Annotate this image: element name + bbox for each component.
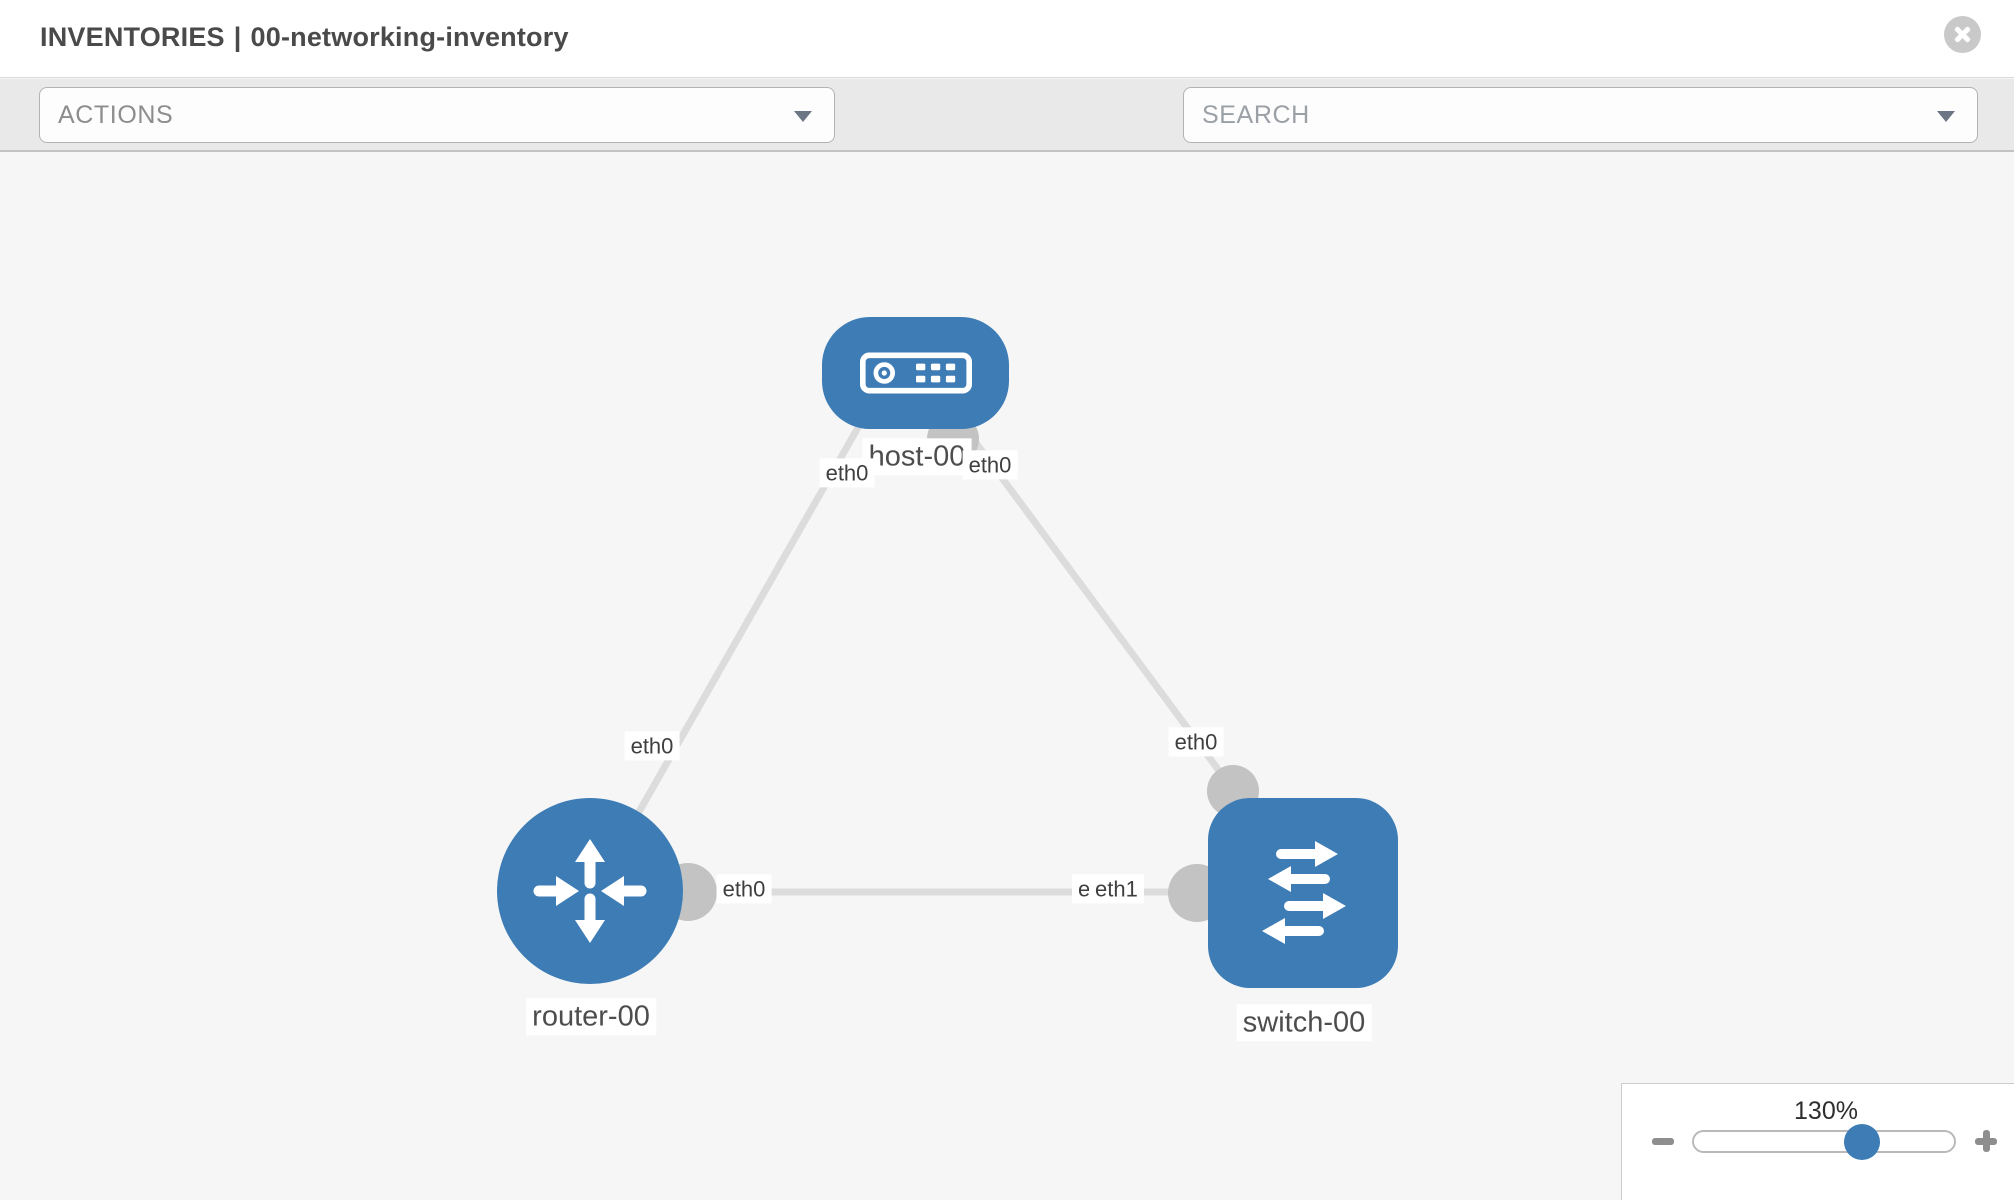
node-switch-00[interactable] [1208, 798, 1398, 988]
breadcrumb-separator: | [233, 22, 242, 52]
switch-icon [1262, 841, 1346, 944]
node-label-router-00: router-00 [526, 998, 656, 1036]
node-host-00[interactable] [822, 317, 1009, 429]
interface-label: eth0 [819, 458, 875, 488]
toolbar: ACTIONS [0, 79, 2014, 206]
host-icon [859, 352, 972, 394]
interface-label: eth0 [624, 731, 680, 761]
page-title: INVENTORIES | 00-networking-inventory [40, 22, 569, 53]
plus-icon [1983, 1130, 1990, 1152]
router-icon [533, 839, 647, 943]
link-host-router[interactable] [611, 422, 864, 856]
interface-label: eth0 [1168, 727, 1224, 757]
window-header: INVENTORIES | 00-networking-inventory [0, 0, 2014, 78]
close-button[interactable] [1944, 16, 1981, 53]
zoom-level-value: 130% [1794, 1097, 1858, 1125]
actions-dropdown[interactable]: ACTIONS [39, 87, 835, 143]
node-router-00[interactable] [497, 798, 683, 984]
interface-label: eth0 [716, 874, 772, 904]
chevron-down-icon [794, 111, 812, 122]
chevron-down-icon [1937, 111, 1955, 122]
search-input[interactable] [1202, 88, 1977, 142]
minus-icon [1652, 1138, 1674, 1145]
zoom-slider-thumb[interactable] [1843, 1123, 1880, 1160]
node-label-host-00: host-00 [862, 438, 972, 476]
zoom-slider-track[interactable] [1692, 1123, 1956, 1160]
interface-label: eth1 [1089, 874, 1144, 904]
search-box[interactable] [1183, 87, 1978, 143]
zoom-out-button[interactable] [1650, 1128, 1676, 1154]
breadcrumb: INVENTORIES [40, 22, 225, 52]
links-layer [611, 413, 1259, 922]
zoom-control-panel: 130% [1621, 1083, 2014, 1200]
inventory-name: 00-networking-inventory [250, 22, 569, 52]
interface-label: eth0 [962, 450, 1018, 480]
zoom-in-button[interactable] [1973, 1128, 1999, 1154]
topology-canvas[interactable]: host-00 router-00 switch-00 eth0 eth0 et… [0, 154, 2014, 1200]
actions-dropdown-label: ACTIONS [58, 100, 174, 129]
node-label-switch-00: switch-00 [1236, 1004, 1372, 1042]
